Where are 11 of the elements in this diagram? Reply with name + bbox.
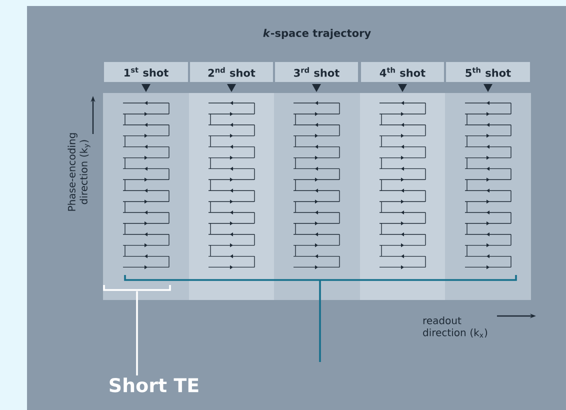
axis-label: Phase-encoding direction (k$_{y}$) xyxy=(68,133,90,211)
shot-header: 4$^{th}$ shot xyxy=(361,62,444,82)
shot-header: 5$^{th}$ shot xyxy=(446,62,530,82)
leader-line xyxy=(136,291,138,376)
callout-label: Short TE xyxy=(110,378,198,392)
shot-header: 3$^{rd}$ shot xyxy=(275,62,358,82)
shot-header: 1$^{st}$ shot xyxy=(104,62,188,82)
bracket xyxy=(103,285,171,291)
shot-header: 2$^{nd}$ shot xyxy=(190,62,273,82)
diagram-title: k-space trajectory xyxy=(263,28,371,40)
axis-label: readout direction (k$_{x}$) xyxy=(423,316,488,338)
